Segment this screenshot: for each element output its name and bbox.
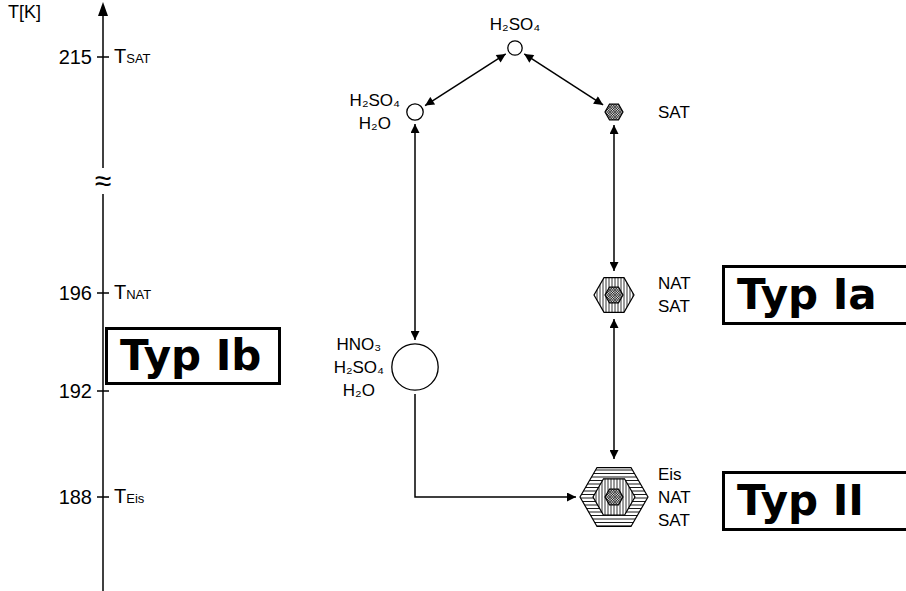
axis-label: 215 bbox=[59, 45, 92, 69]
type-box: Typ Ib bbox=[105, 327, 281, 385]
transition-arrow bbox=[415, 394, 576, 497]
axis-break: ≈ bbox=[93, 168, 113, 194]
composition-label: SAT bbox=[658, 101, 690, 124]
particle-node: H₂SO₄ bbox=[507, 40, 523, 56]
transition-arrow bbox=[613, 125, 615, 271]
composition-label: HNO₃ H₂SO₄ H₂O bbox=[334, 333, 384, 402]
transition-arrow bbox=[425, 54, 506, 106]
axis-label: TNAT bbox=[114, 280, 151, 307]
axis-label: T[K] bbox=[8, 0, 41, 24]
transition-arrow bbox=[613, 319, 615, 459]
type-label: Typ Ia bbox=[737, 274, 877, 316]
particle-shape bbox=[604, 102, 624, 122]
particle-shape bbox=[507, 40, 523, 56]
type-box: Typ Ia bbox=[722, 265, 906, 325]
particle-node: SAT bbox=[604, 102, 624, 122]
particle-node: H₂SO₄ H₂O bbox=[406, 103, 424, 121]
particle-shape bbox=[406, 103, 424, 121]
axis-label: 196 bbox=[59, 281, 92, 305]
transition-arrow bbox=[524, 54, 603, 105]
type-label: Typ II bbox=[737, 480, 864, 522]
particle-node: NAT SAT bbox=[593, 274, 635, 316]
axis-label: 192 bbox=[59, 379, 92, 403]
composition-label: H₂SO₄ bbox=[490, 13, 540, 36]
axis-label: 188 bbox=[59, 485, 92, 509]
transition-arrow bbox=[414, 124, 416, 340]
axis-label: TSAT bbox=[114, 44, 151, 71]
type-box: Typ II bbox=[722, 471, 906, 531]
composition-label: H₂SO₄ H₂O bbox=[350, 89, 400, 135]
type-label: Typ Ib bbox=[120, 335, 261, 377]
particle-shape bbox=[391, 343, 439, 391]
particle-shape bbox=[593, 274, 635, 316]
axis-label: TEis bbox=[114, 484, 144, 511]
particle-node: HNO₃ H₂SO₄ H₂O bbox=[391, 343, 439, 391]
particle-node: Eis NAT SAT bbox=[579, 462, 649, 532]
composition-label: Eis NAT SAT bbox=[658, 463, 690, 532]
composition-label: NAT SAT bbox=[658, 272, 690, 318]
particle-shape bbox=[579, 462, 649, 532]
